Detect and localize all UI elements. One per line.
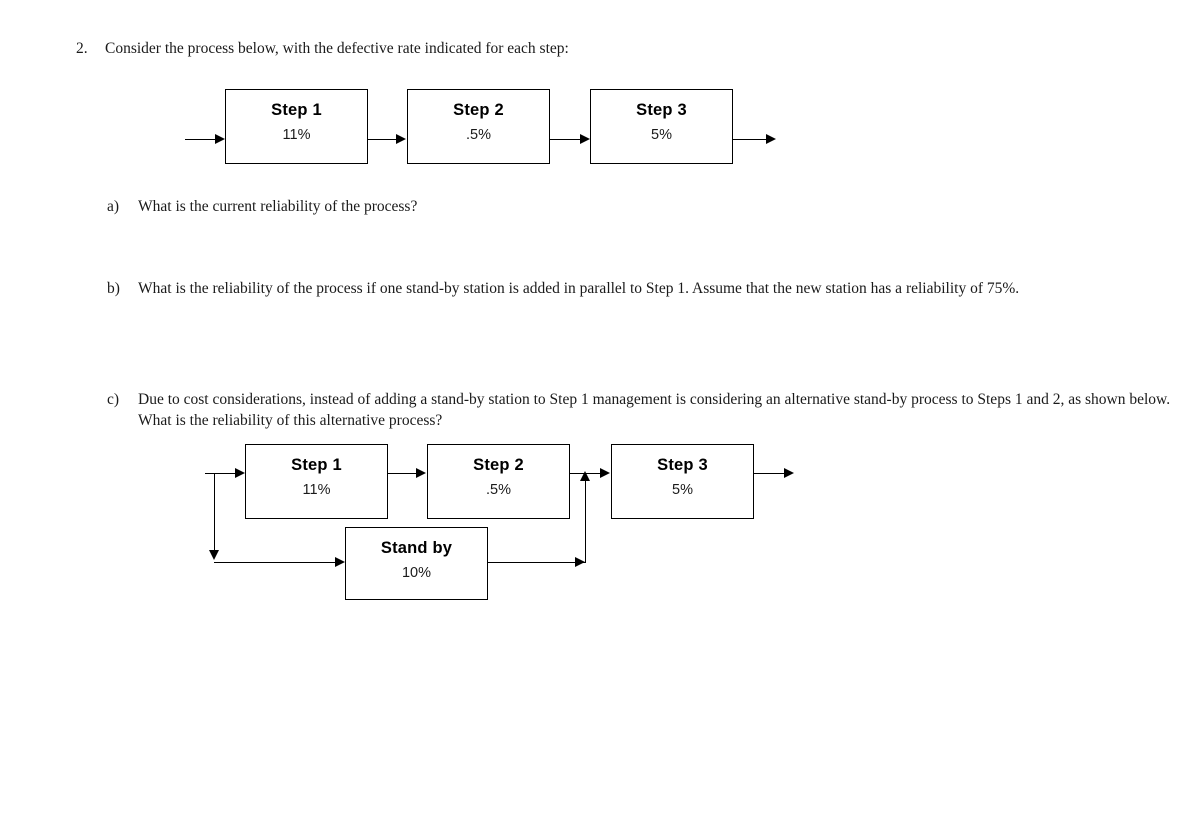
- question-part-c: c) Due to cost considerations, instead o…: [107, 389, 1176, 431]
- part-text: What is the current reliability of the p…: [138, 198, 418, 215]
- node-title: Step 3: [636, 101, 687, 119]
- branch-to-standby-line: [214, 562, 337, 563]
- entry-line: [185, 139, 217, 140]
- exit-line: [733, 139, 768, 140]
- part-marker: b): [107, 280, 120, 297]
- node-step-1: Step 1 11%: [245, 444, 388, 519]
- question-prompt: Consider the process below, with the def…: [105, 40, 569, 57]
- part-text: What is the reliability of the process i…: [138, 280, 1020, 297]
- node-step-3: Step 3 5%: [611, 444, 754, 519]
- standby-output-arrowhead: [575, 557, 585, 567]
- connector-step2-step3-arrowhead: [580, 134, 590, 144]
- entry-arrowhead: [215, 134, 225, 144]
- node-step-2: Step 2 .5%: [407, 89, 550, 164]
- entry-line: [205, 473, 237, 474]
- node-step-2: Step 2 .5%: [427, 444, 570, 519]
- part-text: Due to cost considerations, instead of a…: [138, 391, 1171, 429]
- branch-down-arrowhead: [209, 550, 219, 560]
- node-value: 11%: [302, 482, 331, 498]
- node-value: 10%: [401, 565, 432, 581]
- standby-merge-arrowhead: [580, 471, 590, 481]
- node-title: Step 1: [291, 456, 342, 474]
- standby-merge-vertical-line: [585, 480, 586, 563]
- node-title: Step 1: [271, 101, 322, 119]
- node-step-1: Step 1 11%: [225, 89, 368, 164]
- node-value: .5%: [486, 482, 511, 498]
- connector-step1-step2-arrowhead: [396, 134, 406, 144]
- connector-step1-step2-arrowhead: [416, 468, 426, 478]
- question-part-a: a) What is the current reliability of th…: [107, 196, 1167, 217]
- node-step-3: Step 3 5%: [590, 89, 733, 164]
- question-number: 2.: [76, 40, 88, 57]
- connector-step1-step2: [388, 473, 418, 474]
- exit-arrowhead: [784, 468, 794, 478]
- question-part-b: b) What is the reliability of the proces…: [107, 278, 1172, 299]
- node-value: 5%: [672, 482, 693, 498]
- node-value: 11%: [282, 127, 311, 143]
- entry-arrowhead: [235, 468, 245, 478]
- process-diagram-series: Step 1 11% Step 2 .5% Step 3 5%: [0, 0, 1199, 200]
- connector-step2-step3: [550, 139, 582, 140]
- node-title: Stand by: [380, 539, 453, 557]
- branch-to-standby-arrowhead: [335, 557, 345, 567]
- question-2: 2. Consider the process below, with the …: [76, 38, 1166, 59]
- standby-output-line: [488, 562, 585, 563]
- node-title: Step 2: [453, 101, 504, 119]
- node-value: 5%: [651, 127, 672, 143]
- connector-step2-step3-arrowhead: [600, 468, 610, 478]
- part-marker: a): [107, 198, 120, 215]
- node-value: .5%: [466, 127, 491, 143]
- node-title: Step 3: [657, 456, 708, 474]
- exit-arrowhead: [766, 134, 776, 144]
- node-title: Step 2: [473, 456, 524, 474]
- branch-vertical-line: [214, 473, 215, 552]
- part-marker: c): [107, 391, 120, 408]
- connector-step1-step2: [368, 139, 398, 140]
- exit-line: [754, 473, 787, 474]
- node-stand-by: Stand by 10%: [345, 527, 488, 600]
